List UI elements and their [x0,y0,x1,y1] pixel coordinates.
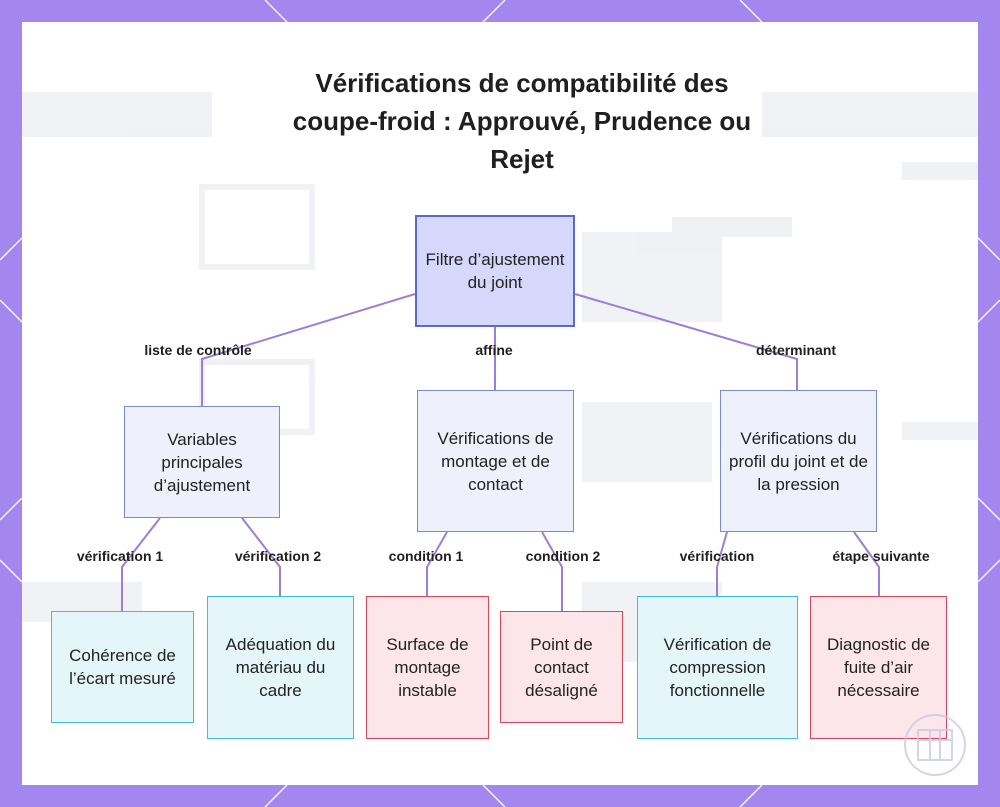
node-leaf-1: Cohérence de l’écart mesuré [51,611,194,723]
edge-center-1 [426,531,448,597]
diagram-title: Vérifications de compatibilité des coupe… [222,64,822,178]
edge-right-1 [716,531,728,597]
diagram-card: Vérifications de compatibilité des coupe… [22,22,978,785]
watermark-logo-icon [904,714,966,776]
node-leaf-3: Surface de montage instable [366,596,489,739]
connector-lines [121,293,880,612]
edge-root-left [201,293,416,407]
node-leaf-4: Point de contact désaligné [500,611,623,723]
edge-label-center-2: condition 2 [525,548,601,564]
node-mid-left: Variables principales d’ajustement [124,406,280,518]
edge-left-1 [121,517,161,612]
edge-label-left-2: vérification 2 [234,548,322,564]
edge-center-2 [541,531,563,612]
node-mid-right: Vérifications du profil du joint et de l… [720,390,877,532]
edge-label-right-1: vérification [679,548,755,564]
edge-label-root-center: affine [475,342,513,358]
node-leaf-2: Adéquation du matériau du cadre [207,596,354,739]
edge-left-2 [241,517,281,597]
edge-label-right-2: étape suivante [832,548,930,564]
edge-right-2 [853,531,880,597]
node-root: Filtre d’ajustement du joint [415,215,575,327]
title-line-1: Vérifications de compatibilité des [315,68,729,98]
node-leaf-6: Diagnostic de fuite d’air nécessaire [810,596,947,739]
title-line-3: Rejet [490,144,554,174]
node-mid-center: Vérifications de montage et de contact [417,390,574,532]
title-line-2: coupe-froid : Approuvé, Prudence ou [292,106,752,136]
edge-label-center-1: condition 1 [388,548,464,564]
edge-label-left-1: vérification 1 [76,548,164,564]
edge-label-root-left: liste de contrôle [144,342,252,358]
node-leaf-5: Vérification de compression fonctionnell… [637,596,798,739]
edge-label-root-right: déterminant [755,342,837,358]
edge-root-right [574,293,798,392]
